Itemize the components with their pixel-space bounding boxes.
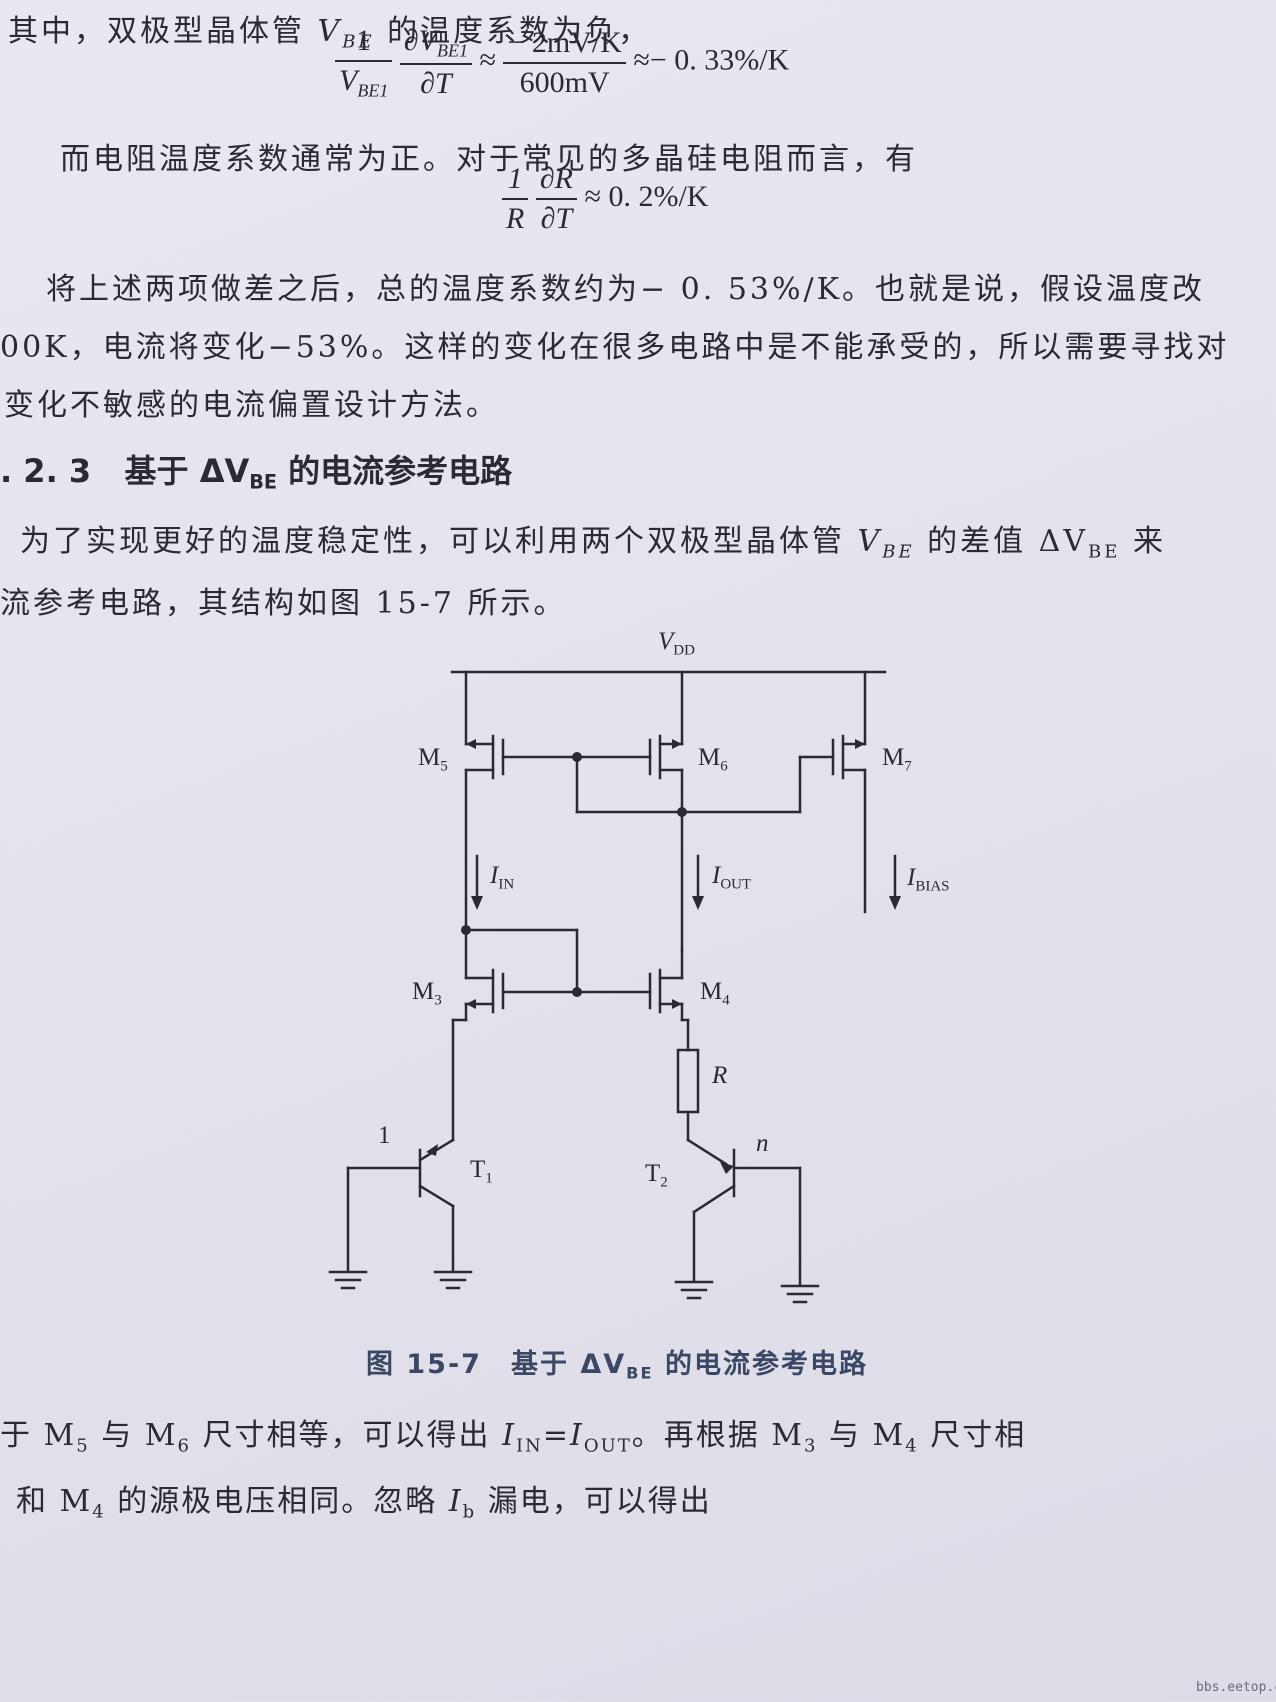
para1-line-3: 变化不敏感的电流偏置设计方法。 bbox=[4, 388, 499, 423]
eq2-fraction-2: ∂R ∂T bbox=[535, 162, 577, 236]
figure-caption: 图 15-7 基于 ΔVBE 的电流参考电路 bbox=[366, 1349, 868, 1383]
label-iout: IOUT bbox=[712, 862, 752, 893]
transistor-m5 bbox=[464, 734, 579, 932]
transistor-t2 bbox=[692, 1148, 802, 1286]
label-t1: T1 bbox=[470, 1156, 493, 1187]
label-m5: M5 bbox=[418, 744, 448, 775]
para2-line-1: 为了实现更好的温度稳定性，可以利用两个双极型晶体管 VBE 的差值 ΔVBE 来 bbox=[20, 524, 1166, 563]
label-node-n: n bbox=[756, 1130, 769, 1157]
watermark: bbs.eetop.cn bbox=[1196, 1680, 1276, 1695]
transistor-t1 bbox=[346, 1138, 455, 1272]
label-m4: M4 bbox=[700, 978, 730, 1009]
para1-line-2: 00K，电流将变化−53%。这样的变化在很多电路中是不能承受的，所以需要寻找对 bbox=[0, 330, 1230, 365]
junction-dot bbox=[677, 807, 687, 817]
section-heading: . 2. 3 基于 ΔVBE 的电流参考电路 bbox=[0, 452, 513, 494]
para3-line-1: 于 M5 与 M6 尺寸相等，可以得出 IIN=IOUT。再根据 M3 与 M4… bbox=[0, 1418, 1027, 1457]
eq2-result: ≈ 0. 2%/K bbox=[584, 179, 709, 213]
ground-symbols bbox=[328, 1270, 820, 1304]
label-t2: T2 bbox=[645, 1160, 668, 1191]
para3-line-2: 和 M4 的源极电压相同。忽略 Ib 漏电，可以得出 bbox=[16, 1484, 712, 1523]
transistor-m4 bbox=[648, 948, 690, 1052]
equation-2: 1 R ∂R ∂T ≈ 0. 2%/K bbox=[502, 162, 708, 236]
para2-line-2: 流参考电路，其结构如图 15-7 所示。 bbox=[0, 586, 567, 621]
label-node-1: 1 bbox=[378, 1122, 391, 1149]
resistor-r bbox=[676, 1048, 700, 1114]
label-r: R bbox=[712, 1062, 728, 1089]
eq1-fraction-2: ∂VBE1 ∂T bbox=[399, 24, 472, 101]
label-vdd: VDD bbox=[658, 628, 695, 659]
junction-dot bbox=[572, 752, 582, 762]
label-m6: M6 bbox=[698, 744, 728, 775]
equation-1: 1 VBE1 ∂VBE1 ∂T ≈ − 2mV/K 600mV ≈− 0. 33… bbox=[335, 24, 789, 101]
eq1-fraction-1: 1 VBE1 bbox=[335, 24, 393, 101]
eq2-fraction-1: 1 R bbox=[502, 162, 529, 236]
transistor-m3 bbox=[451, 968, 652, 1142]
eq1-result: ≈− 0. 33%/K bbox=[633, 43, 790, 77]
approx-sign: ≈ bbox=[479, 43, 496, 77]
label-ibias: IBIAS bbox=[907, 864, 950, 895]
para1-line-1: 将上述两项做差之后，总的温度系数约为− 0. 53%/K。也就是说，假设温度改 bbox=[46, 272, 1206, 307]
transistor-m6 bbox=[575, 734, 684, 952]
vbe-symbol: VBE bbox=[317, 14, 375, 53]
eq1-fraction-3: − 2mV/K 600mV bbox=[503, 26, 626, 100]
label-m7: M7 bbox=[882, 744, 912, 775]
junction-dot bbox=[461, 925, 471, 935]
text-line-1: 其中，双极型晶体管 VBE 的温度系数为负， bbox=[8, 14, 652, 53]
junction-dot bbox=[572, 987, 582, 997]
label-m3: M3 bbox=[412, 978, 442, 1009]
label-iin: IIN bbox=[490, 862, 515, 893]
text-line-2: 而电阻温度系数通常为正。对于常见的多晶硅电阻而言，有 bbox=[60, 142, 918, 177]
transistor-m7 bbox=[798, 734, 867, 914]
